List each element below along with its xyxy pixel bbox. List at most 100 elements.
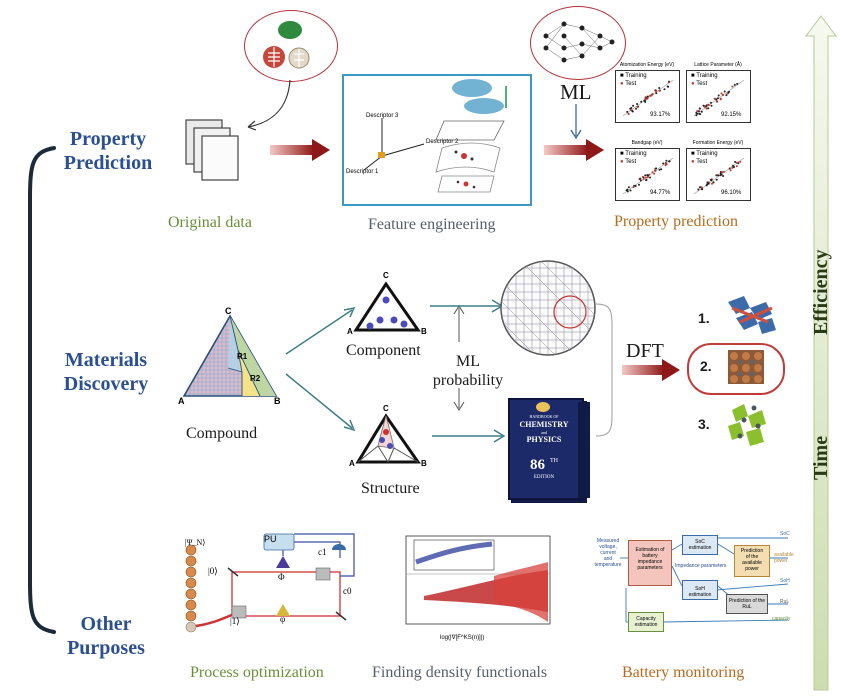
structure-triangle — [355, 413, 421, 464]
training-point — [707, 182, 710, 185]
training-point — [715, 178, 718, 181]
training-point — [630, 107, 633, 109]
training-point — [695, 114, 698, 117]
prediction-plot-2 — [686, 70, 751, 123]
compound-vertex-a: A — [178, 396, 185, 406]
test-point — [627, 113, 630, 115]
test-point — [721, 171, 724, 174]
training-point — [655, 167, 658, 170]
dft-label: DFT — [626, 340, 664, 362]
data-bubble-contents — [263, 21, 310, 69]
prediction-plot-3 — [615, 148, 680, 201]
training-point — [709, 101, 712, 104]
rank-3: 3. — [698, 416, 710, 432]
caption-structure: Structure — [361, 480, 420, 497]
book-edition-suffix: TH — [550, 458, 558, 464]
training-point — [734, 160, 737, 163]
test-point — [735, 165, 738, 168]
legend-training-3: ■ Training — [620, 151, 647, 157]
test-point — [715, 100, 718, 102]
test-point — [641, 175, 644, 178]
test-point — [731, 167, 734, 169]
legend-test-2: ● Test — [691, 81, 708, 87]
training-point — [736, 82, 739, 85]
book-title-3: and — [541, 430, 547, 435]
training-point — [733, 83, 736, 86]
caption-battery-monitoring: Battery monitoring — [622, 664, 745, 681]
training-point — [706, 183, 709, 186]
test-point — [636, 105, 639, 108]
training-point — [717, 97, 719, 100]
caption-compound: Compound — [186, 425, 258, 442]
training-point — [640, 100, 643, 103]
bracket-to-dft — [595, 303, 613, 437]
parity-line — [693, 79, 745, 117]
plot-title-2: Lattice Parameter (Å) — [694, 62, 742, 68]
training-point — [697, 110, 700, 113]
training-point — [699, 186, 701, 189]
training-point — [636, 103, 639, 105]
efficiency-time-bar — [805, 15, 837, 691]
legend-training-label-4: Training — [696, 151, 718, 157]
training-point — [696, 112, 699, 115]
training-point — [662, 162, 665, 165]
search-space-grid — [500, 260, 596, 356]
legend-training-2: ■ Training — [691, 73, 718, 79]
training-point — [646, 174, 649, 176]
training-point — [728, 90, 730, 93]
training-point — [632, 104, 635, 107]
test-point — [665, 162, 668, 165]
training-point — [668, 160, 671, 163]
test-point — [722, 94, 724, 96]
legend-test-label-2: Test — [696, 81, 708, 87]
test-point — [705, 107, 708, 110]
training-point — [644, 174, 647, 177]
test-point — [713, 97, 716, 100]
compound-phase-diagram — [182, 314, 278, 397]
caption-process-optimization: Process optimization — [190, 664, 324, 681]
ml-label: ML — [560, 80, 592, 104]
training-point — [638, 183, 640, 186]
density-plot-xlabel: log(|∇[F^KS(n)]|) — [440, 635, 485, 641]
test-point — [644, 96, 647, 99]
training-point — [722, 175, 725, 177]
legend-test-label-4: Test — [696, 159, 708, 165]
test-point — [731, 85, 734, 88]
test-point — [735, 161, 738, 164]
quantum-ket0-label: |0⟩ — [208, 566, 218, 576]
training-point — [627, 186, 630, 189]
test-point — [739, 160, 742, 163]
compound-vertex-c: C — [225, 306, 232, 316]
quantum-c0-label: c0 — [343, 586, 352, 596]
plot-title-4: Formation Energy (eV) — [692, 140, 744, 146]
legend-training-label-1: Training — [625, 73, 647, 79]
book-title-2: CHEMISTRY — [519, 420, 569, 429]
compound-region-r1: R1 — [237, 352, 248, 361]
process-arrow-1 — [270, 139, 330, 161]
component-triangle — [353, 281, 421, 332]
training-point — [697, 188, 700, 191]
training-point — [712, 181, 715, 184]
training-point — [655, 92, 658, 95]
training-point — [698, 107, 701, 110]
training-point — [707, 107, 710, 110]
test-point — [667, 81, 670, 84]
descriptor-2-label: Descriptor 2 — [426, 139, 459, 145]
component-vertex-a: A — [347, 327, 353, 336]
structure-vertex-a: A — [349, 459, 355, 468]
training-point — [706, 181, 709, 184]
caption-property-prediction: Property prediction — [614, 213, 738, 230]
component-vertex-b: B — [421, 327, 427, 336]
quantum-optics-schematic — [185, 533, 355, 633]
caption-feature-engineering: Feature engineering — [368, 216, 496, 233]
bubble-pointer — [247, 79, 291, 131]
training-point — [732, 165, 735, 168]
battery-impedance-params: Impedance parameters — [675, 563, 727, 569]
training-point — [666, 85, 669, 88]
prediction-scatter-marks — [622, 79, 745, 195]
test-point — [629, 108, 632, 111]
legend-test-1: ● Test — [620, 81, 637, 87]
quantum-varphi-label: φ — [280, 614, 286, 624]
test-point — [729, 169, 732, 172]
training-point — [717, 174, 720, 177]
